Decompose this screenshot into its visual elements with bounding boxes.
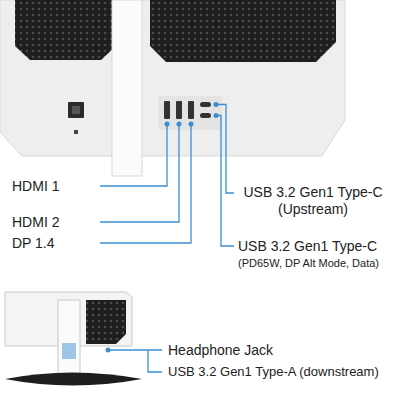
port-label: USB 3.2 Gen1 Type-C (Upstream): [238, 184, 388, 218]
stand-neck: [58, 300, 80, 374]
side-ports: [62, 343, 76, 359]
port-label: (PD65W, DP Alt Mode, Data): [238, 257, 379, 270]
stand-neck: [112, 0, 142, 176]
monitor-back: [0, 0, 345, 156]
leader-lines: [100, 105, 234, 247]
leader-dot: [106, 348, 111, 353]
usb-c-port: [200, 102, 211, 107]
hdmi-port: [164, 101, 170, 119]
leader-dots: [165, 102, 219, 127]
stand-base: [5, 373, 142, 386]
power-socket: [68, 102, 84, 118]
usb-c-port: [200, 113, 211, 118]
port-label: USB 3.2 Gen1 Type-A (downstream): [168, 364, 379, 380]
port-label: USB 3.2 Gen1 Type-C: [238, 238, 377, 255]
speaker-mesh: [86, 300, 126, 344]
leader-lines: [108, 350, 162, 372]
hdmi-port: [176, 101, 182, 119]
dp-port: [188, 101, 194, 119]
port-panel: [158, 96, 222, 130]
port-label: Headphone Jack: [168, 342, 273, 359]
lock-slot: [74, 130, 78, 134]
port-label: HDMI 2: [12, 214, 59, 231]
port-label: DP 1.4: [12, 235, 55, 252]
power-socket: [72, 106, 80, 114]
speaker-mesh: [15, 0, 116, 60]
speaker-mesh: [150, 0, 336, 62]
port-label: HDMI 1: [12, 178, 59, 195]
